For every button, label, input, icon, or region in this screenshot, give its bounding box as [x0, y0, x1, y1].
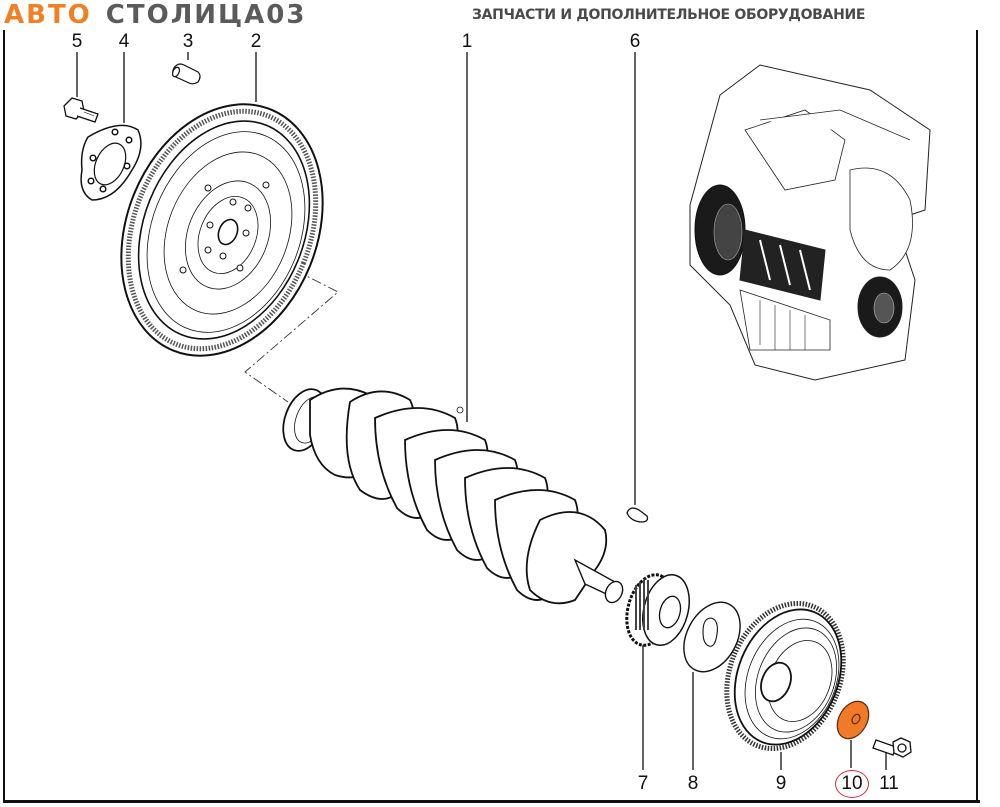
site-tagline: ЗАПЧАСТИ И ДОПОЛНИТЕЛЬНОЕ ОБОРУДОВАНИЕ: [472, 7, 866, 23]
part-9-crankshaft-pulley[interactable]: [706, 586, 864, 766]
part-1-crankshaft[interactable]: [275, 383, 626, 605]
callout-11[interactable]: 11: [874, 774, 904, 793]
part-2-flywheel[interactable]: [85, 74, 359, 386]
callout-4[interactable]: 4: [109, 32, 139, 51]
header-band: [0, 0, 1000, 30]
part-7-crankshaft-sprocket[interactable]: [619, 570, 696, 651]
callout-2[interactable]: 2: [241, 32, 271, 51]
part-8-thrust-washer[interactable]: [673, 593, 752, 682]
callout-7[interactable]: 7: [628, 774, 658, 793]
callout-9[interactable]: 9: [766, 774, 796, 793]
site-logo[interactable]: Авто Столица03: [4, 0, 306, 30]
part-6-woodruff-key[interactable]: [626, 507, 649, 523]
callout-8[interactable]: 8: [678, 774, 708, 793]
part-5-flywheel-bolt[interactable]: [63, 97, 99, 123]
callout-10-selected[interactable]: 10: [835, 770, 869, 798]
callout-5[interactable]: 5: [62, 32, 92, 51]
logo-text-avto: Авто: [4, 0, 92, 30]
part-11-pulley-bolt[interactable]: [872, 737, 912, 758]
part-3-dowel-pin[interactable]: [171, 63, 201, 85]
part-4-reinforcement-plate[interactable]: [80, 124, 142, 201]
callout-6[interactable]: 6: [620, 32, 650, 51]
engine-reference-illustration: [689, 64, 931, 381]
callout-3[interactable]: 3: [173, 32, 203, 51]
callout-1[interactable]: 1: [452, 32, 482, 51]
logo-text-stolica: Столица03: [105, 0, 307, 30]
diagram-frame-bottom: [3, 800, 980, 803]
part-10-pulley-washer[interactable]: [831, 696, 875, 745]
